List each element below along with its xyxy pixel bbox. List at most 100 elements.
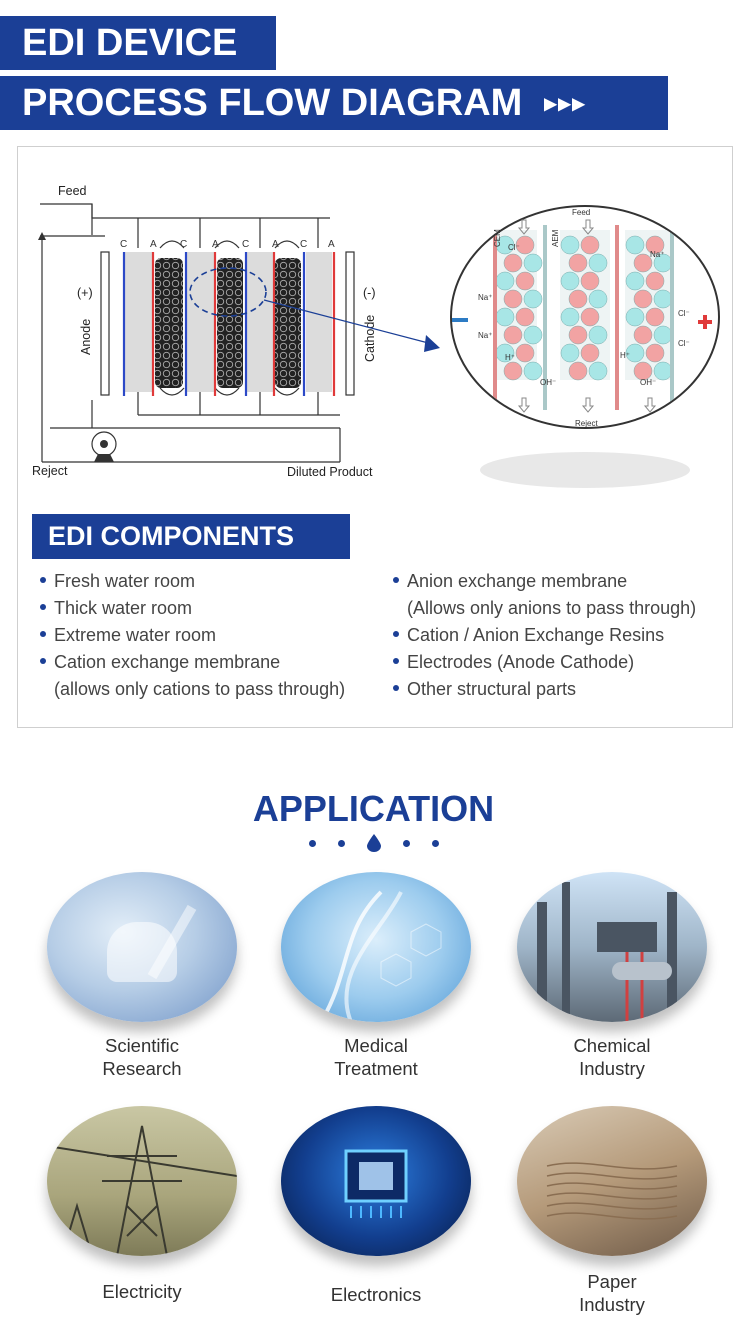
zoom-shadow	[480, 452, 690, 488]
resin-bead	[645, 235, 665, 255]
feed-label: Feed	[58, 184, 87, 198]
cathode-label: Cathode	[363, 315, 377, 362]
diagram-frame	[17, 146, 733, 728]
list-item: Other structural parts	[393, 676, 696, 703]
application-electricity: Electricity	[32, 1106, 252, 1303]
reject-label: Reject	[32, 464, 68, 478]
membrane-label-c: C	[180, 239, 187, 250]
resin-bead	[588, 289, 608, 309]
resin-bead	[588, 253, 608, 273]
plus-sign-icon	[698, 315, 712, 329]
resin-bead	[625, 235, 645, 255]
ion-label: Cl⁻	[678, 339, 690, 348]
resin-bead	[653, 289, 673, 309]
title-line1: EDI DEVICE	[22, 21, 238, 64]
resin-bead	[625, 271, 645, 291]
bullet-icon	[393, 685, 399, 692]
title-line2: PROCESS FLOW DIAGRAM	[22, 81, 523, 124]
bullet-icon	[393, 577, 399, 584]
application-label: Electricity	[102, 1281, 182, 1302]
component-text: Other structural parts	[407, 679, 577, 699]
resin-bead	[645, 343, 665, 363]
list-item-note: (allows only cations to pass through)	[54, 679, 346, 699]
resin-bead	[503, 289, 523, 309]
ion-label: Cl⁻	[508, 243, 520, 252]
bullet-icon	[40, 658, 46, 665]
resin-bead	[515, 271, 535, 291]
membrane-label-a: A	[328, 239, 335, 250]
minus-sign-icon	[452, 318, 468, 322]
ion-label: Na⁺	[478, 331, 492, 340]
title-banner-edi-device: EDI DEVICE	[0, 16, 276, 70]
component-text: Cation / Anion Exchange Resins	[407, 625, 665, 645]
list-item: Thick water room	[40, 595, 345, 622]
list-item: Anion exchange membrane	[393, 568, 696, 595]
ion-label: OH⁻	[640, 378, 656, 387]
membrane-label-a: A	[212, 239, 219, 250]
dot-icon	[431, 839, 439, 847]
resin-bead	[560, 271, 580, 291]
list-item: Cation / Anion Exchange Resins	[393, 622, 696, 649]
resin-bead	[625, 343, 645, 363]
list-item: Cation exchange membrane	[40, 649, 345, 676]
resin-bead	[568, 361, 588, 381]
list-item: Extreme water room	[40, 622, 345, 649]
component-text: Electrodes (Anode Cathode)	[407, 652, 635, 672]
resin-bead	[633, 289, 653, 309]
resin-bead	[568, 253, 588, 273]
lab-image	[47, 872, 237, 1022]
components-list-right: Anion exchange membrane (Allows only ani…	[393, 568, 696, 703]
resin-bead	[580, 271, 600, 291]
components-list-left: Fresh water room Thick water room Extrem…	[40, 568, 345, 703]
components-title: EDI COMPONENTS	[48, 521, 295, 551]
title-divider	[0, 834, 747, 852]
cathode-polarity: (-)	[363, 286, 376, 300]
component-text: Cation exchange membrane	[54, 652, 281, 672]
resin-bead	[560, 343, 580, 363]
anode-polarity: (+)	[77, 286, 93, 300]
dot-icon	[402, 839, 410, 847]
resin-bed	[217, 258, 243, 388]
zoom-detail	[493, 225, 674, 410]
resin-bead	[568, 325, 588, 345]
resin-bead	[515, 307, 535, 327]
ion-label: Cl⁻	[678, 309, 690, 318]
resin-bead	[653, 361, 673, 381]
bullet-icon	[393, 631, 399, 638]
ion-label: Na⁺	[650, 250, 664, 259]
membrane-label-c: C	[120, 239, 127, 250]
component-text: Fresh water room	[54, 571, 196, 591]
membrane-label-a: A	[150, 239, 157, 250]
anode-plate	[100, 251, 110, 396]
list-item: Fresh water room	[40, 568, 345, 595]
resin-bead	[560, 235, 580, 255]
chemical-plant-image	[517, 872, 707, 1022]
resin-bead	[588, 361, 608, 381]
bullet-icon	[393, 658, 399, 665]
title-banner-process-flow: PROCESS FLOW DIAGRAM ▸▸▸	[0, 76, 668, 130]
diluted-product-label: Diluted Product	[287, 465, 373, 479]
list-item-note: (Allows only anions to pass through)	[407, 598, 697, 618]
chip-image	[281, 1106, 471, 1256]
resin-bead	[580, 235, 600, 255]
resin-bead	[580, 307, 600, 327]
paper-stack-image	[517, 1106, 707, 1256]
ion-label: OH⁻	[540, 378, 556, 387]
resin-bead	[560, 307, 580, 327]
triple-arrow-icon: ▸▸▸	[544, 89, 587, 117]
resin-bead	[633, 361, 653, 381]
zoom-reject-label: Reject	[575, 419, 598, 428]
ion-label: H⁺	[620, 351, 630, 360]
application-electronics: Electronics	[266, 1106, 486, 1306]
resin-bead	[653, 325, 673, 345]
zoom-region	[189, 267, 267, 317]
bullet-icon	[40, 631, 46, 638]
component-text: Thick water room	[54, 598, 193, 618]
resin-bead	[523, 325, 543, 345]
